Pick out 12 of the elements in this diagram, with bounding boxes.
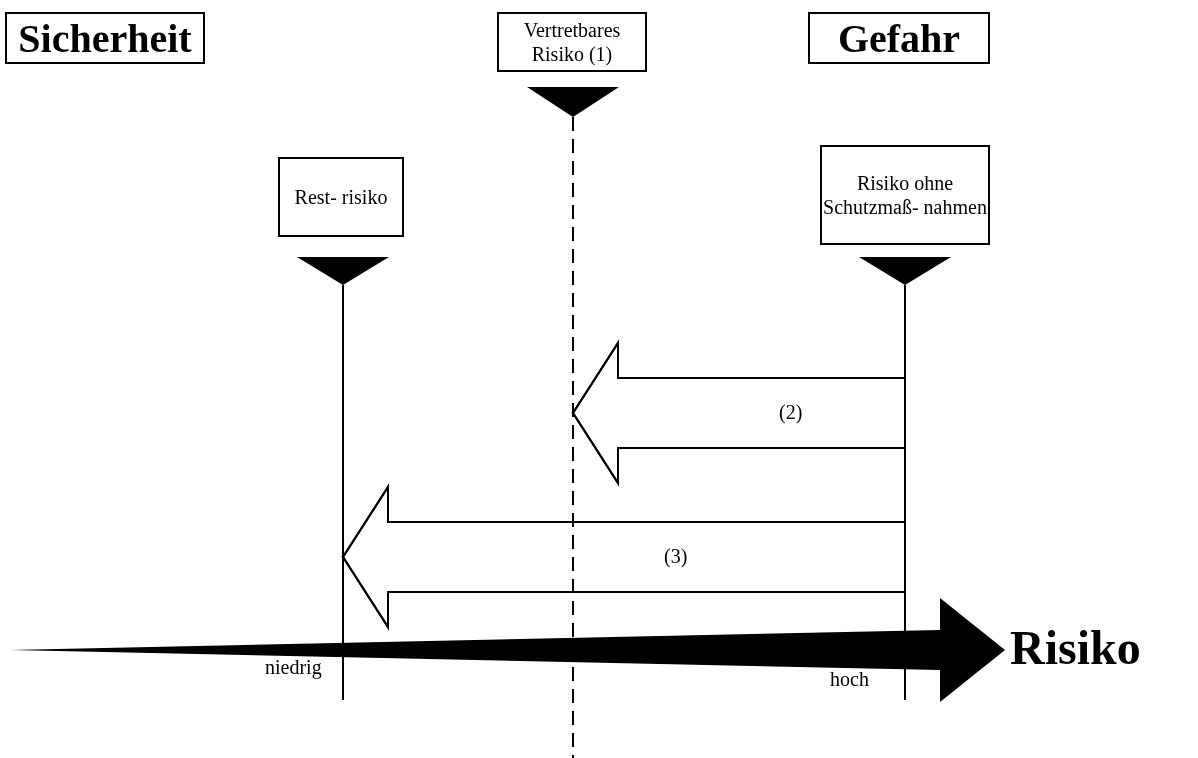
heading-box [808,12,990,64]
heading-box [5,12,205,64]
axis-label: Risiko [1010,620,1141,675]
box-text: Risiko ohne Schutzmaß- nahmen [822,171,988,219]
box-text: Rest- risiko [294,185,388,209]
box-text: Vertretbares Risiko (1) [522,18,622,66]
edge-label: (2) [779,401,803,424]
heading-text: Sicherheit [18,14,192,62]
scale-label: niedrig [265,656,322,679]
scale-label: hoch [830,668,869,691]
heading-text: Gefahr [837,14,961,62]
edge-label: (3) [664,545,688,568]
